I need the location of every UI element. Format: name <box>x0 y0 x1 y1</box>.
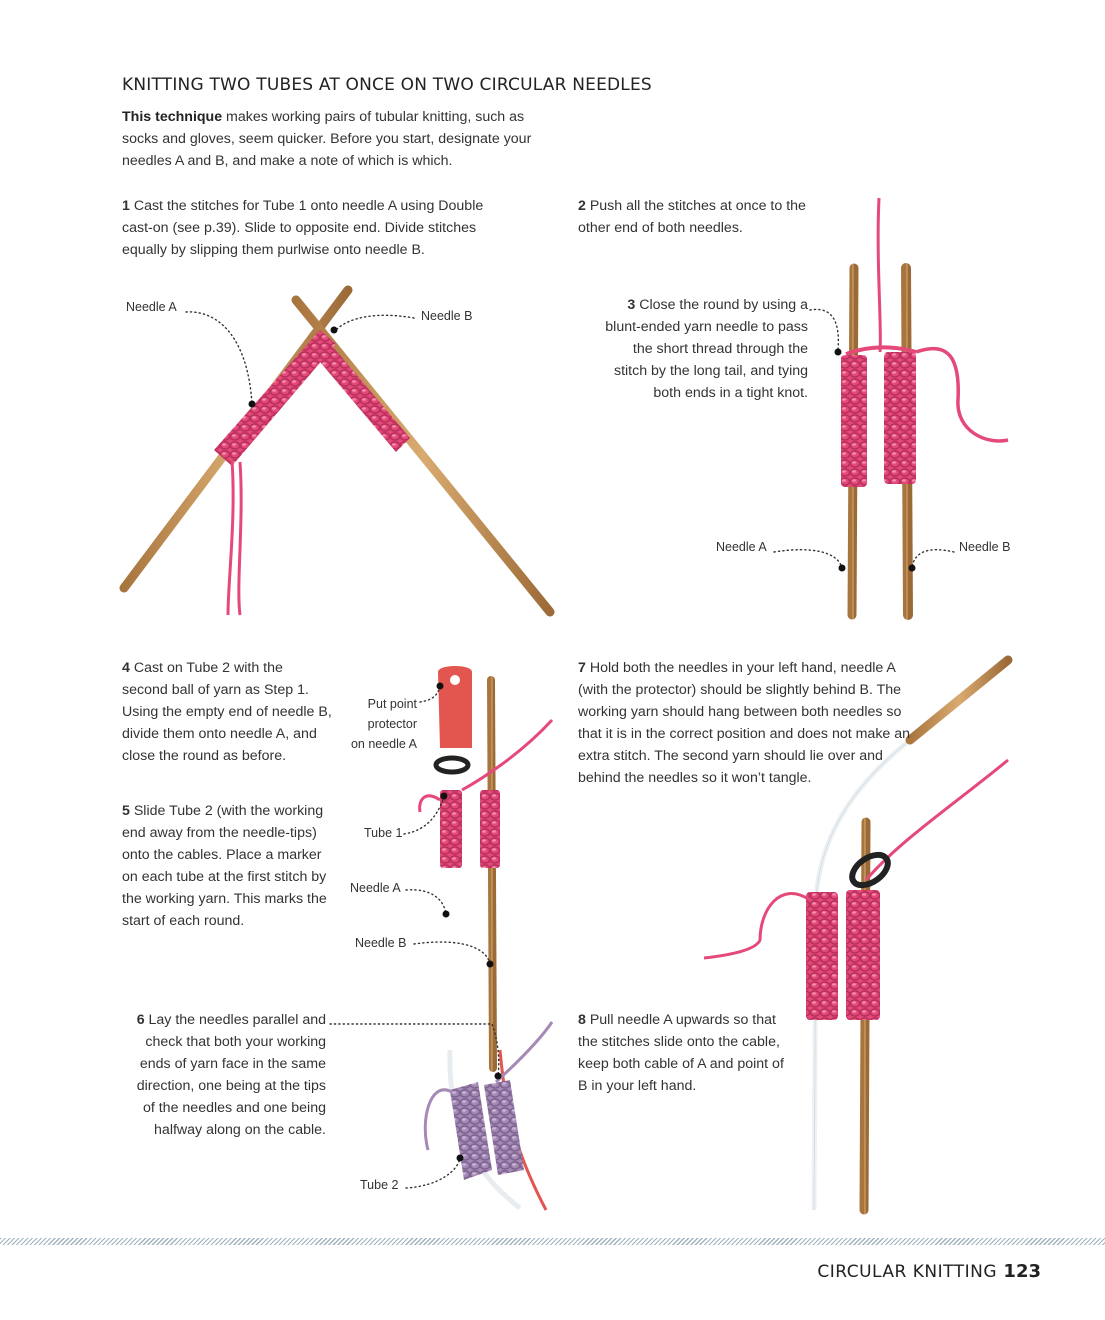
label-needle-a-step1: Needle A <box>126 300 177 314</box>
step7-photo <box>703 655 1013 1215</box>
yarn-tail-step1 <box>226 459 235 616</box>
stitches-b-step2 <box>884 352 916 484</box>
footer-section-title: CIRCULAR KNITTING <box>817 1262 997 1282</box>
footer-stripe <box>0 1238 1105 1245</box>
stitches-b-step1 <box>310 334 410 452</box>
tube1-b <box>480 790 500 868</box>
step4-photo <box>329 666 554 1211</box>
step-body: Slide Tube 2 (with the working end away … <box>122 803 327 929</box>
step-number: 3 <box>627 297 636 313</box>
step-7-text: 7 Hold both the needles in your left han… <box>578 657 918 789</box>
point-protector <box>438 666 472 748</box>
page-number: 123 <box>1003 1261 1041 1282</box>
step-number: 2 <box>578 198 586 214</box>
stitches-a-step2 <box>841 355 867 487</box>
step-8-text: 8 Pull needle A upwards so that the stit… <box>578 1009 794 1097</box>
yarn-tail-step2 <box>915 346 1009 443</box>
label-tube1: Tube 1 <box>364 826 403 840</box>
step-number: 7 <box>578 660 586 676</box>
step-body: Close the round by using a blunt-ended y… <box>605 297 808 401</box>
label-needle-b-step4: Needle B <box>355 936 407 950</box>
step-body: Lay the needles parallel and check that … <box>136 1012 326 1138</box>
needle-b-step4 <box>487 676 497 1072</box>
label-needle-b-step1: Needle B <box>421 309 473 323</box>
label-needle-b-step2: Needle B <box>959 540 1011 554</box>
tube1-a <box>440 790 462 868</box>
step-4-text: 4 Cast on Tube 2 with the second ball of… <box>122 657 332 767</box>
step-body: Hold both the needles in your left hand,… <box>578 660 911 786</box>
label-line: Put point <box>367 697 417 711</box>
step-2-text: 2 Push all the stitches at once to the o… <box>578 195 818 239</box>
step-5-text: 5 Slide Tube 2 (with the working end awa… <box>122 800 332 932</box>
step-body: Cast on Tube 2 with the second ball of y… <box>122 660 332 764</box>
step-number: 1 <box>122 198 130 214</box>
step2-photo <box>773 197 1009 620</box>
tubes-a-step7 <box>806 892 838 1020</box>
step-number: 4 <box>122 660 130 676</box>
stitch-marker-1 <box>433 755 471 775</box>
step-number: 5 <box>122 803 130 819</box>
label-line: on needle A <box>350 737 417 751</box>
intro-bold: This technique <box>122 109 223 125</box>
needle-b-step7 <box>905 655 1013 745</box>
tube2-b <box>484 1080 524 1175</box>
page-title: KNITTING TWO TUBES AT ONCE ON TWO CIRCUL… <box>122 75 652 95</box>
intro-paragraph: This technique makes working pairs of tu… <box>122 106 554 172</box>
step-1-text: 1 Cast the stitches for Tube 1 onto need… <box>122 195 508 261</box>
tubes-b-step7 <box>846 890 880 1020</box>
step-body: Cast the stitches for Tube 1 onto needle… <box>122 198 484 258</box>
step-number: 8 <box>578 1012 586 1028</box>
stitches-a-step1 <box>214 330 336 466</box>
step-6-text: 6 Lay the needles parallel and check tha… <box>122 1009 326 1141</box>
intro-text: makes working pairs of tubular knitting,… <box>122 109 532 169</box>
label-needle-a-step4: Needle A <box>350 881 401 895</box>
step-body: Pull needle A upwards so that the stitch… <box>578 1012 784 1094</box>
label-tube2: Tube 2 <box>360 1178 399 1192</box>
needle-b-step1 <box>291 295 555 617</box>
step1-photo <box>119 285 555 617</box>
step-3-text: 3 Close the round by using a blunt-ended… <box>598 294 808 404</box>
label-needle-a-step2: Needle A <box>716 540 767 554</box>
step-body: Push all the stitches at once to the oth… <box>578 198 806 236</box>
label-line: protector <box>367 717 417 731</box>
label-protector: Put point protector on needle A <box>340 694 417 754</box>
stitch-marker-2 <box>849 851 891 889</box>
yarn-step2 <box>876 197 882 353</box>
step-number: 6 <box>136 1012 145 1028</box>
